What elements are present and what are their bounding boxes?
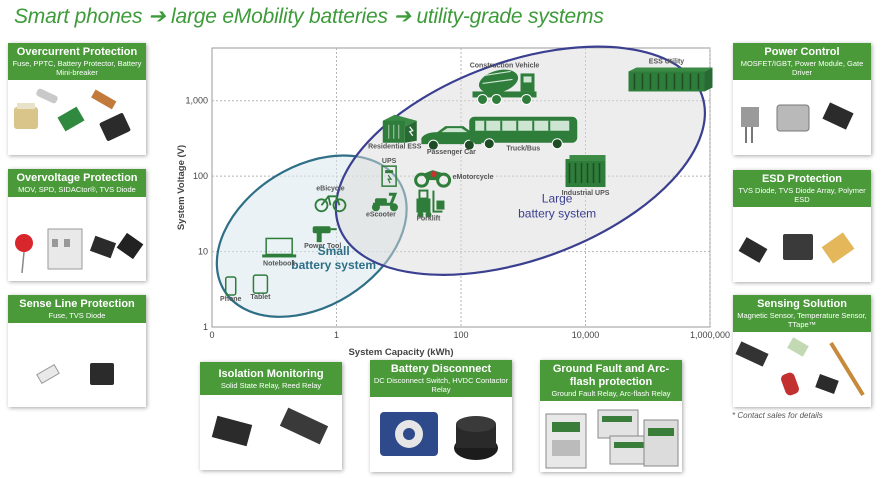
isolation-products-image — [211, 407, 329, 447]
y-tick-label: 10 — [198, 247, 208, 257]
x-tick-label: 1,000,000 — [690, 330, 730, 340]
x-tick-label: 1 — [334, 330, 339, 340]
card-title: Power Control — [764, 46, 840, 58]
point-label: eBicycle — [316, 185, 345, 192]
card-title: Overcurrent Protection — [16, 46, 138, 58]
point-label: Notebook — [263, 260, 295, 267]
x-tick-label: 0 — [209, 330, 214, 340]
large-battery-system-region — [334, 45, 706, 276]
sensing-products-image — [735, 337, 865, 397]
point-label: Industrial UPS — [562, 190, 610, 197]
y-tick-label: 100 — [193, 171, 208, 181]
point-label: Phone — [220, 296, 241, 303]
esd-products-image — [738, 232, 855, 264]
point-label: Passenger Car — [427, 149, 476, 156]
x-tick-label: 100 — [453, 330, 468, 340]
point-label: Forklift — [417, 216, 441, 223]
ground-fault-products-image — [545, 409, 679, 469]
point-label: ESS Utility — [649, 58, 685, 65]
point-label: Truck/Bus — [506, 146, 540, 153]
y-tick-label: 1 — [203, 322, 208, 332]
card-title: ESD Protection — [761, 173, 843, 185]
card-subtitle: Ground Fault Relay, Arc-flash Relay — [551, 389, 671, 398]
x-tick-label: 10,000 — [572, 330, 600, 340]
card-subtitle: Solid State Relay, Reed Relay — [220, 381, 322, 390]
overcurrent-products-image — [14, 88, 131, 141]
ess-utility-icon — [627, 66, 714, 93]
industrial-ups-icon — [564, 154, 607, 188]
card-title: Overvoltage Protection — [16, 172, 138, 184]
card-subtitle: MOSFET/IGBT, Power Module, Gate Driver — [740, 59, 864, 77]
card-subtitle: MOV, SPD, SIDACtor®, TVS Diode — [18, 185, 136, 194]
point-label: eMotorcycle — [453, 174, 494, 181]
sense-line-products-image — [36, 363, 114, 385]
card-subtitle: Magnetic Sensor, Temperature Sensor, TTa… — [737, 311, 867, 329]
power-control-products-image — [741, 102, 854, 143]
x-axis-label: System Capacity (kWh) — [348, 347, 453, 358]
y-tick-label: 1,000 — [185, 96, 208, 106]
card-title: Sensing Solution — [757, 298, 847, 310]
point-label: Tablet — [250, 294, 271, 301]
card-subtitle: DC Disconnect Switch, HVDC Contactor Rel… — [373, 376, 509, 394]
card-subtitle: Fuse, PPTC, Battery Protector, Battery M… — [12, 59, 142, 77]
card-title: Sense Line Protection — [19, 298, 135, 310]
y-axis-label: System Voltage (V) — [176, 145, 187, 230]
point-label: eScooter — [366, 211, 396, 218]
card-title: Ground Fault and Arc-flash protection — [552, 363, 670, 388]
footnote: * Contact sales for details — [732, 411, 823, 420]
overvoltage-products-image — [15, 228, 144, 274]
point-label: Power Tool — [304, 243, 341, 250]
card-subtitle: Fuse, TVS Diode — [48, 311, 106, 320]
page-title: Smart phones ➔ large eMobility batteries… — [14, 5, 604, 28]
point-label: UPS — [382, 158, 397, 165]
point-label: Residential ESS — [368, 144, 422, 151]
point-label: Construction Vehicle — [470, 62, 540, 69]
battery-disconnect-products-image — [380, 412, 498, 460]
card-subtitle: TVS Diode, TVS Diode Array, Polymer ESD — [738, 186, 866, 204]
card-title: Battery Disconnect — [390, 363, 492, 375]
card-title: Isolation Monitoring — [218, 368, 324, 380]
